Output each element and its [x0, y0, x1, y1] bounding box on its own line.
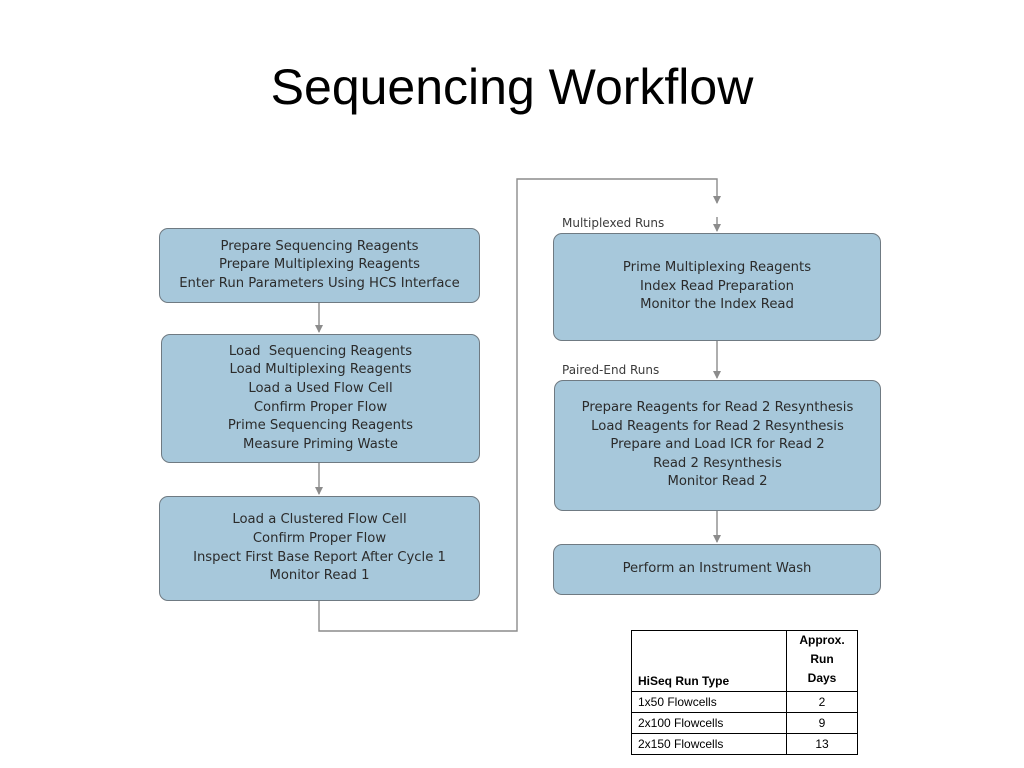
- step-prepare-reagents: Prepare Sequencing Reagents Prepare Mult…: [159, 228, 480, 303]
- step-line: Perform an Instrument Wash: [622, 561, 812, 577]
- step-line: Confirm Proper Flow: [252, 530, 387, 546]
- table-row: 2x150 Flowcells 13: [631, 733, 858, 755]
- step-line: Load Sequencing Reagents: [228, 343, 413, 359]
- slide-title: Sequencing Workflow: [270, 59, 754, 115]
- step-paired-end-runs: Prepare Reagents for Read 2 Resynthesis …: [554, 380, 881, 511]
- step-line: Read 2 Resynthesis: [653, 455, 782, 471]
- step-load-reagents: Load Sequencing Reagents Load Multiplexi…: [161, 334, 480, 463]
- step-line: Monitor Read 1: [269, 568, 370, 584]
- cell-run-type: 2x100 Flowcells: [631, 712, 787, 734]
- step-clustered-flow-cell: Load a Clustered Flow Cell Confirm Prope…: [159, 496, 480, 601]
- step-line: Prime Multiplexing Reagents: [622, 260, 812, 276]
- step-line: Enter Run Parameters Using HCS Interface: [179, 275, 460, 291]
- step-line: Load a Clustered Flow Cell: [232, 512, 407, 528]
- step-line: Load Multiplexing Reagents: [229, 362, 412, 378]
- step-line: Load Reagents for Read 2 Resynthesis: [591, 418, 844, 434]
- step-line: Inspect First Base Report After Cycle 1: [193, 549, 446, 565]
- step-instrument-wash: Perform an Instrument Wash: [553, 544, 881, 595]
- step-line: Prime Sequencing Reagents: [227, 418, 414, 434]
- step-multiplexed-runs: Prime Multiplexing Reagents Index Read P…: [553, 233, 881, 341]
- step-line: Prepare Multiplexing Reagents: [218, 257, 421, 273]
- cell-run-type: 1x50 Flowcells: [631, 691, 787, 713]
- step-line: Load a Used Flow Cell: [248, 380, 393, 396]
- table-row: 1x50 Flowcells 2: [631, 691, 858, 713]
- section-label-paired-end: Paired-End Runs: [562, 363, 660, 377]
- cell-run-days: 9: [786, 712, 858, 734]
- cell-run-type: 2x150 Flowcells: [631, 733, 787, 755]
- cell-run-days: 13: [786, 733, 858, 755]
- cell-run-days: 2: [786, 691, 858, 713]
- step-line: Prepare Reagents for Read 2 Resynthesis: [581, 400, 854, 416]
- connector-left-to-right-column: [318, 178, 721, 632]
- section-label-multiplexed: Multiplexed Runs: [562, 216, 665, 230]
- step-line: Prepare and Load ICR for Read 2: [610, 437, 825, 453]
- step-line: Confirm Proper Flow: [253, 399, 388, 415]
- step-line: Prepare Sequencing Reagents: [220, 238, 419, 254]
- step-line: Measure Priming Waste: [243, 436, 398, 452]
- step-line: Monitor the Index Read: [640, 297, 794, 313]
- header-run-type: HiSeq Run Type: [631, 630, 787, 692]
- header-approx-run-days: Approx. Run Days: [786, 630, 858, 692]
- table-header-row: HiSeq Run Type Approx. Run Days: [631, 630, 858, 692]
- step-line: Monitor Read 2: [667, 474, 768, 490]
- table-row: 2x100 Flowcells 9: [631, 712, 858, 734]
- run-days-table: HiSeq Run Type Approx. Run Days 1x50 Flo…: [631, 630, 858, 755]
- step-line: Index Read Preparation: [639, 278, 794, 294]
